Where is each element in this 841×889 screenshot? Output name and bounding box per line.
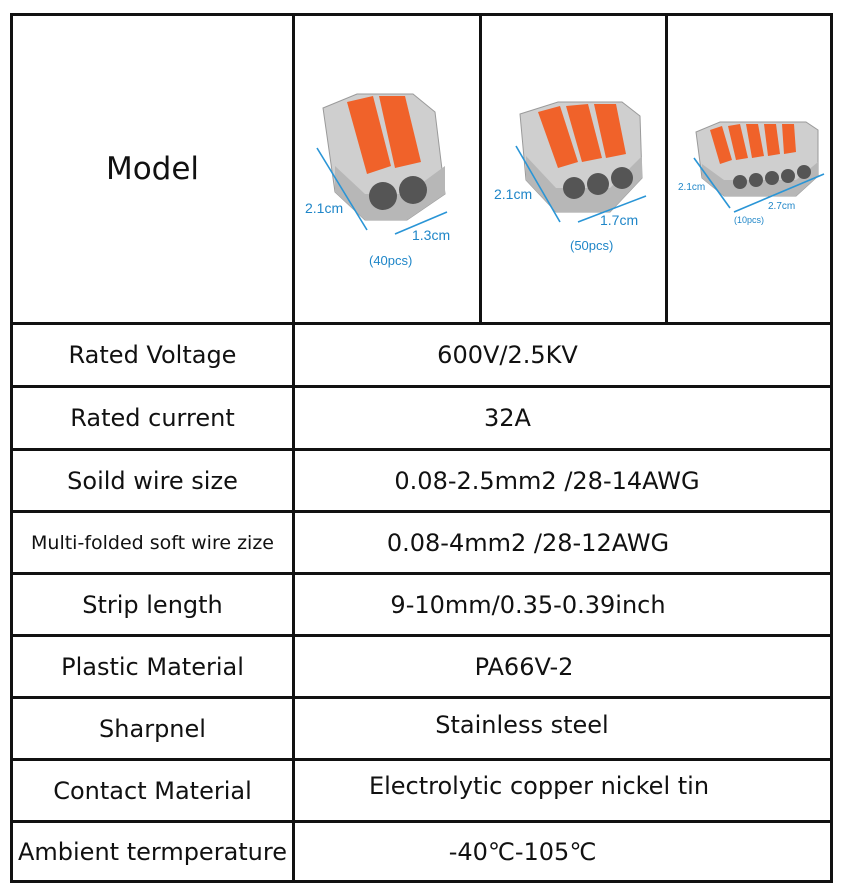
height-dimension: 2.1cm — [494, 186, 532, 202]
spec-label: Sharpnel — [99, 714, 206, 743]
pack-count: (10pcs) — [734, 215, 764, 225]
width-arrow — [577, 195, 647, 223]
spec-label: Rated current — [70, 404, 235, 432]
row-divider — [10, 385, 833, 388]
row-divider — [10, 510, 833, 513]
height-arrow — [693, 157, 731, 209]
spec-label: Rated Voltage — [68, 341, 237, 369]
row-divider — [10, 322, 833, 325]
pack-count: (50pcs) — [570, 238, 613, 253]
row-divider — [10, 696, 833, 699]
product-image-2-slot: 2.1cm 1.3cm (40pcs) — [295, 16, 479, 322]
spec-label: Soild wire size — [67, 466, 238, 495]
spec-label: Multi-folded soft wire zize — [31, 531, 274, 554]
row-divider — [10, 634, 833, 637]
row-divider — [10, 758, 833, 761]
row-divider — [10, 572, 833, 575]
product-image-3-slot: 2.1cm 1.7cm (50pcs) — [482, 16, 665, 322]
connector-illustration — [519, 101, 643, 213]
spec-value: -40℃-105℃ — [448, 837, 597, 866]
connector-illustration — [695, 121, 819, 197]
spec-label: Contact Material — [53, 776, 252, 805]
width-arrow — [733, 173, 825, 213]
image-divider-2 — [665, 13, 668, 323]
image-divider-1 — [479, 13, 482, 323]
spec-value: PA66V-2 — [474, 652, 574, 681]
height-dimension: 2.1cm — [678, 182, 705, 193]
width-dimension: 2.7cm — [768, 201, 795, 212]
connector-illustration — [322, 93, 446, 221]
height-arrow — [316, 147, 368, 231]
spec-label: Ambient termperature — [17, 837, 287, 866]
spec-label: Plastic Material — [61, 652, 244, 681]
row-divider — [10, 448, 833, 451]
model-label: Model — [105, 151, 200, 187]
width-dimension: 1.3cm — [412, 227, 450, 243]
spec-value: Stainless steel — [435, 710, 609, 739]
spec-value: 32A — [484, 404, 531, 432]
spec-value: 600V/2.5KV — [437, 341, 578, 369]
pack-count: (40pcs) — [369, 253, 412, 268]
width-arrow — [394, 211, 448, 235]
spec-value: 0.08-4mm2 /28-12AWG — [386, 528, 670, 557]
spec-value: 9-10mm/0.35-0.39inch — [390, 590, 666, 619]
width-dimension: 1.7cm — [600, 212, 638, 228]
spec-label: Strip length — [82, 590, 223, 619]
spec-value: Electrolytic copper nickel tin — [368, 771, 710, 800]
height-arrow — [515, 145, 561, 223]
product-image-5-slot: 2.1cm 2.7cm (10pcs) — [668, 16, 830, 322]
row-divider — [10, 820, 833, 823]
spec-value: 0.08-2.5mm2 /28-14AWG — [394, 466, 700, 495]
height-dimension: 2.1cm — [305, 200, 343, 216]
